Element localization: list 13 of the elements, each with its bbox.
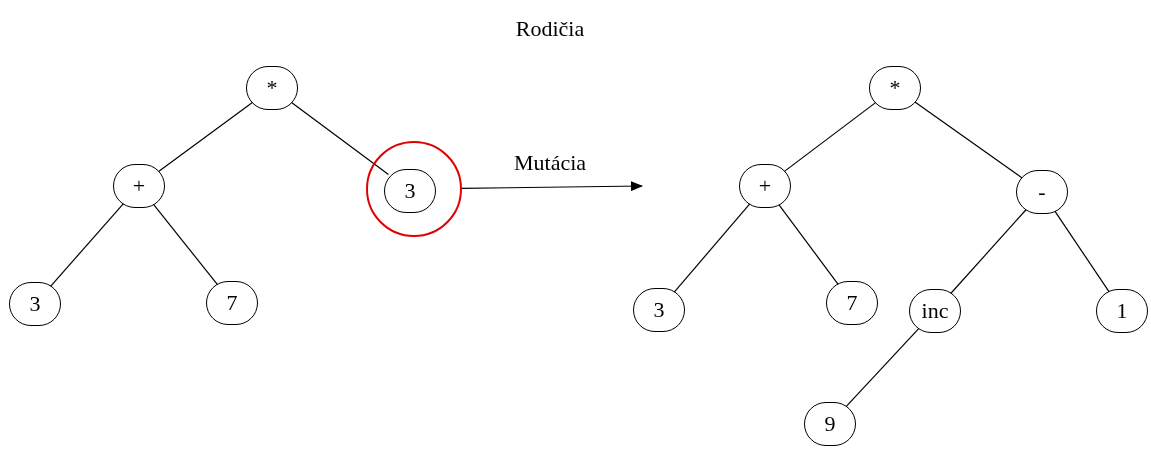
connector-line	[950, 208, 1027, 295]
connector-line	[783, 102, 877, 172]
connector-line	[290, 101, 390, 176]
connector-line	[152, 203, 219, 286]
connector-line	[845, 327, 920, 408]
connector-line	[914, 101, 1023, 179]
connector-line	[1054, 210, 1110, 293]
title: Rodičia	[514, 15, 586, 43]
connector-line	[158, 101, 253, 173]
connector-line	[673, 203, 751, 293]
connector-line	[778, 204, 839, 285]
arrow	[461, 181, 643, 192]
connector-line	[49, 203, 125, 287]
